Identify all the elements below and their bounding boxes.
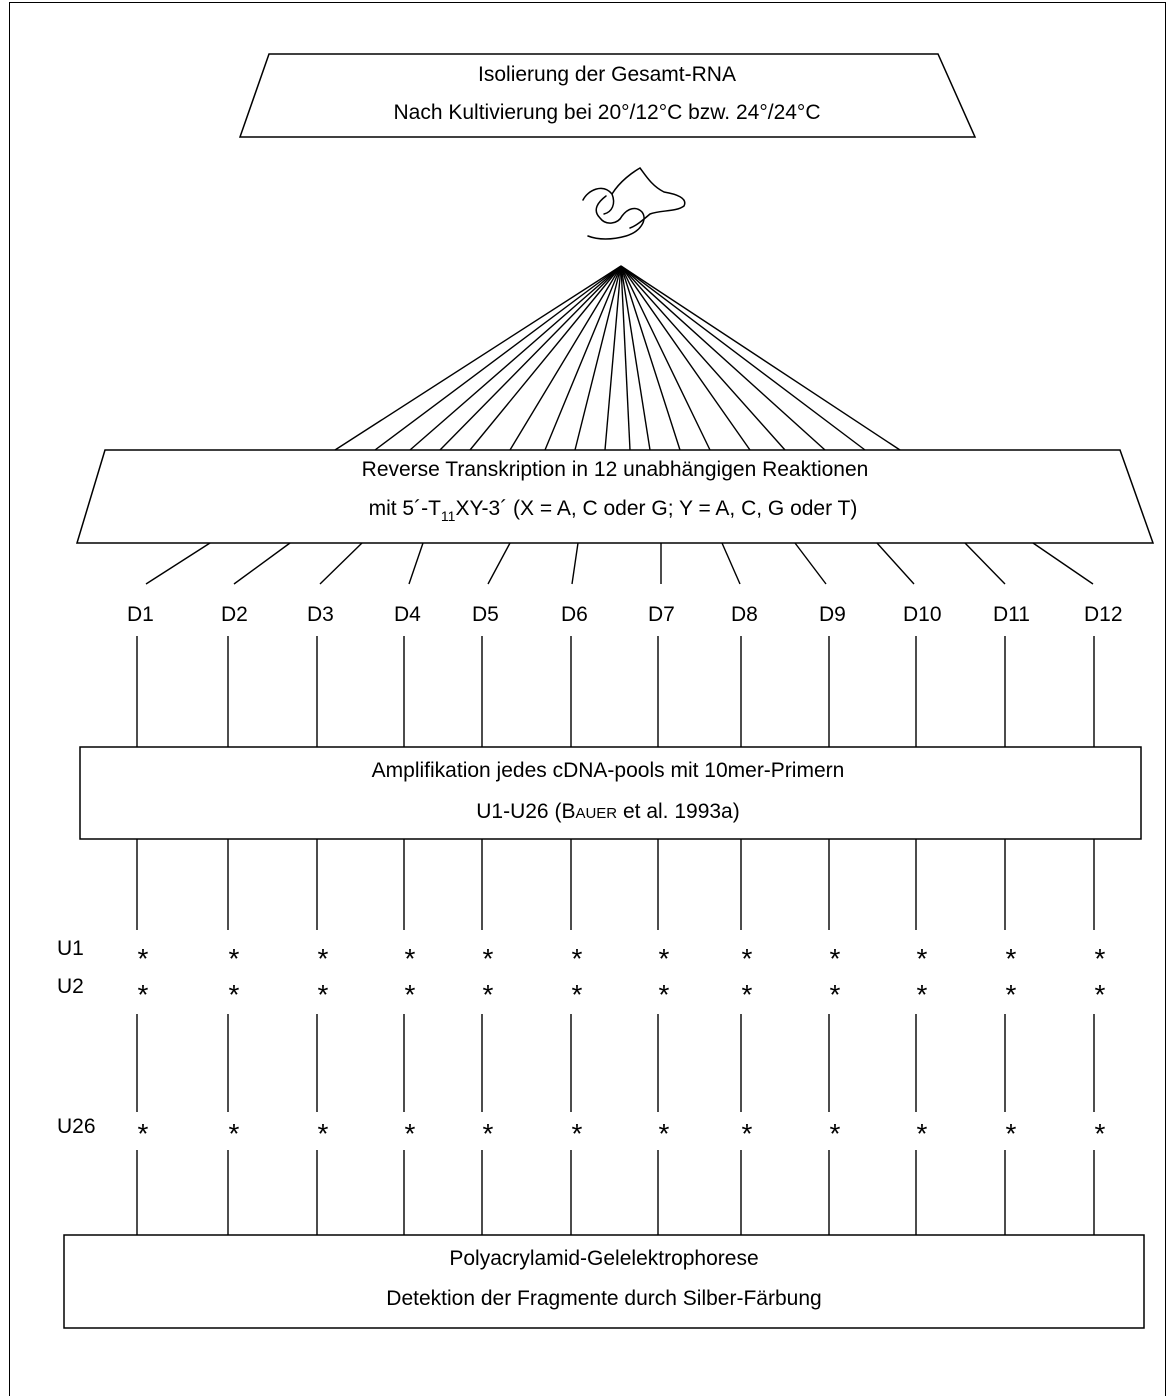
rt-primer-subscript: 11 <box>441 508 456 524</box>
primer-marker-u1-d4: * <box>405 943 416 974</box>
reaction-label-d9: D9 <box>819 603 846 626</box>
primer-marker-u26-d10: * <box>917 1118 928 1149</box>
fan-line-12 <box>621 266 680 450</box>
reaction-label-d10: D10 <box>903 603 942 626</box>
reaction-connector-d5 <box>488 543 510 584</box>
rt-primer-suffix: XY-3´ (X = A, C oder G; Y = A, C, G oder… <box>455 497 857 520</box>
reverse-transcription-line1: Reverse Transkription in 12 unabhängigen… <box>362 458 869 481</box>
primer-marker-u1-d8: * <box>742 943 753 974</box>
primer-marker-u26-d2: * <box>229 1118 240 1149</box>
fan-line-14 <box>621 266 750 450</box>
primer-marker-u1-d1: * <box>138 943 149 974</box>
primer-label-u1: U1 <box>57 937 84 960</box>
fan-line-3 <box>410 266 621 450</box>
amp-ref-author: Bauer <box>561 800 617 823</box>
rna-sketch-icon <box>583 168 685 239</box>
amplification-line1: Amplifikation jedes cDNA-pools mit 10mer… <box>372 759 845 782</box>
reaction-connector-d12 <box>1033 543 1093 584</box>
fan-lines <box>335 266 900 450</box>
primer-marker-u2-d12: * <box>1095 979 1106 1010</box>
primer-marker-u26-d5: * <box>483 1118 494 1149</box>
primer-marker-u2-d6: * <box>572 979 583 1010</box>
fan-line-16 <box>621 266 825 450</box>
fan-line-13 <box>621 266 710 450</box>
primer-marker-u2-d3: * <box>318 979 329 1010</box>
primer-marker-u1-d9: * <box>830 943 841 974</box>
primer-marker-u2-d10: * <box>917 979 928 1010</box>
primer-marker-u1-d12: * <box>1095 943 1106 974</box>
primer-marker-u2-d7: * <box>659 979 670 1010</box>
reaction-connector-d9 <box>795 543 826 584</box>
primer-marker-u26-d11: * <box>1006 1118 1017 1149</box>
reaction-connector-d6 <box>572 543 578 584</box>
primer-marker-u26-d3: * <box>318 1118 329 1149</box>
reaction-connector-d1 <box>146 543 210 584</box>
primer-marker-u1-d6: * <box>572 943 583 974</box>
primer-marker-u26-d4: * <box>405 1118 416 1149</box>
primer-marker-u26-d8: * <box>742 1118 753 1149</box>
primer-marker-u26-d7: * <box>659 1118 670 1149</box>
primer-marker-u1-d11: * <box>1006 943 1017 974</box>
gel-line2: Detektion der Fragmente durch Silber-Fär… <box>386 1287 821 1310</box>
primer-label-u26: U26 <box>57 1115 96 1138</box>
primer-marker-u1-d5: * <box>483 943 494 974</box>
fan-line-9 <box>605 266 621 450</box>
primer-marker-u26-d12: * <box>1095 1118 1106 1149</box>
gel-line1: Polyacrylamid-Gelelektrophorese <box>449 1247 758 1270</box>
primer-marker-u1-d10: * <box>917 943 928 974</box>
reaction-connector-d4 <box>409 543 423 584</box>
primer-marker-u1-d2: * <box>229 943 240 974</box>
reaction-label-d4: D4 <box>394 603 421 626</box>
fan-line-6 <box>510 266 621 450</box>
primer-marker-u1-d7: * <box>659 943 670 974</box>
primer-marker-u2-d5: * <box>483 979 494 1010</box>
reaction-label-d12: D12 <box>1084 603 1123 626</box>
reaction-label-d6: D6 <box>561 603 588 626</box>
amplification-line2: U1-U26 (Bauer et al. 1993a) <box>476 800 739 823</box>
primer-marker-u26-d6: * <box>572 1118 583 1149</box>
reaction-label-d2: D2 <box>221 603 248 626</box>
amp-ref-suffix: et al. 1993a) <box>617 800 740 823</box>
reaction-connector-d2 <box>234 543 290 584</box>
fan-line-2 <box>375 266 621 450</box>
primer-marker-u2-d4: * <box>405 979 416 1010</box>
primer-marker-u2-d1: * <box>138 979 149 1010</box>
primer-marker-u26-d1: * <box>138 1118 149 1149</box>
fan-line-4 <box>440 266 621 450</box>
primer-marker-u2-d2: * <box>229 979 240 1010</box>
primer-marker-u2-d8: * <box>742 979 753 1010</box>
reaction-connector-d11 <box>965 543 1005 584</box>
reaction-label-d1: D1 <box>127 603 154 626</box>
reaction-columns: D1 * * * D2 * * * D3 * * * D4 * * * D5 * * * D6 * * * D7 * * * D8 * * *… <box>127 543 1123 1235</box>
reaction-connector-d10 <box>877 543 914 584</box>
primer-marker-u2-d11: * <box>1006 979 1017 1010</box>
rna-isolation-line1: Isolierung der Gesamt-RNA <box>478 63 736 86</box>
fan-line-17 <box>621 266 865 450</box>
rt-primer-prefix: mit 5´-T <box>369 497 441 520</box>
rna-isolation-line2: Nach Kultivierung bei 20°/12°C bzw. 24°/… <box>394 101 821 124</box>
amp-ref-prefix: U1-U26 ( <box>476 800 561 823</box>
primer-marker-u26-d9: * <box>830 1118 841 1149</box>
fan-line-1 <box>335 266 621 450</box>
reaction-connector-d8 <box>722 543 740 584</box>
primer-label-u2: U2 <box>57 975 84 998</box>
reaction-label-d11: D11 <box>993 603 1030 626</box>
reaction-label-d7: D7 <box>648 603 675 626</box>
reaction-label-d5: D5 <box>472 603 499 626</box>
reaction-label-d3: D3 <box>307 603 334 626</box>
reaction-label-d8: D8 <box>731 603 758 626</box>
primer-marker-u2-d9: * <box>830 979 841 1010</box>
reverse-transcription-line2: mit 5´-T11XY-3´ (X = A, C oder G; Y = A,… <box>369 497 858 524</box>
primer-marker-u1-d3: * <box>318 943 329 974</box>
reaction-connector-d3 <box>320 543 362 584</box>
